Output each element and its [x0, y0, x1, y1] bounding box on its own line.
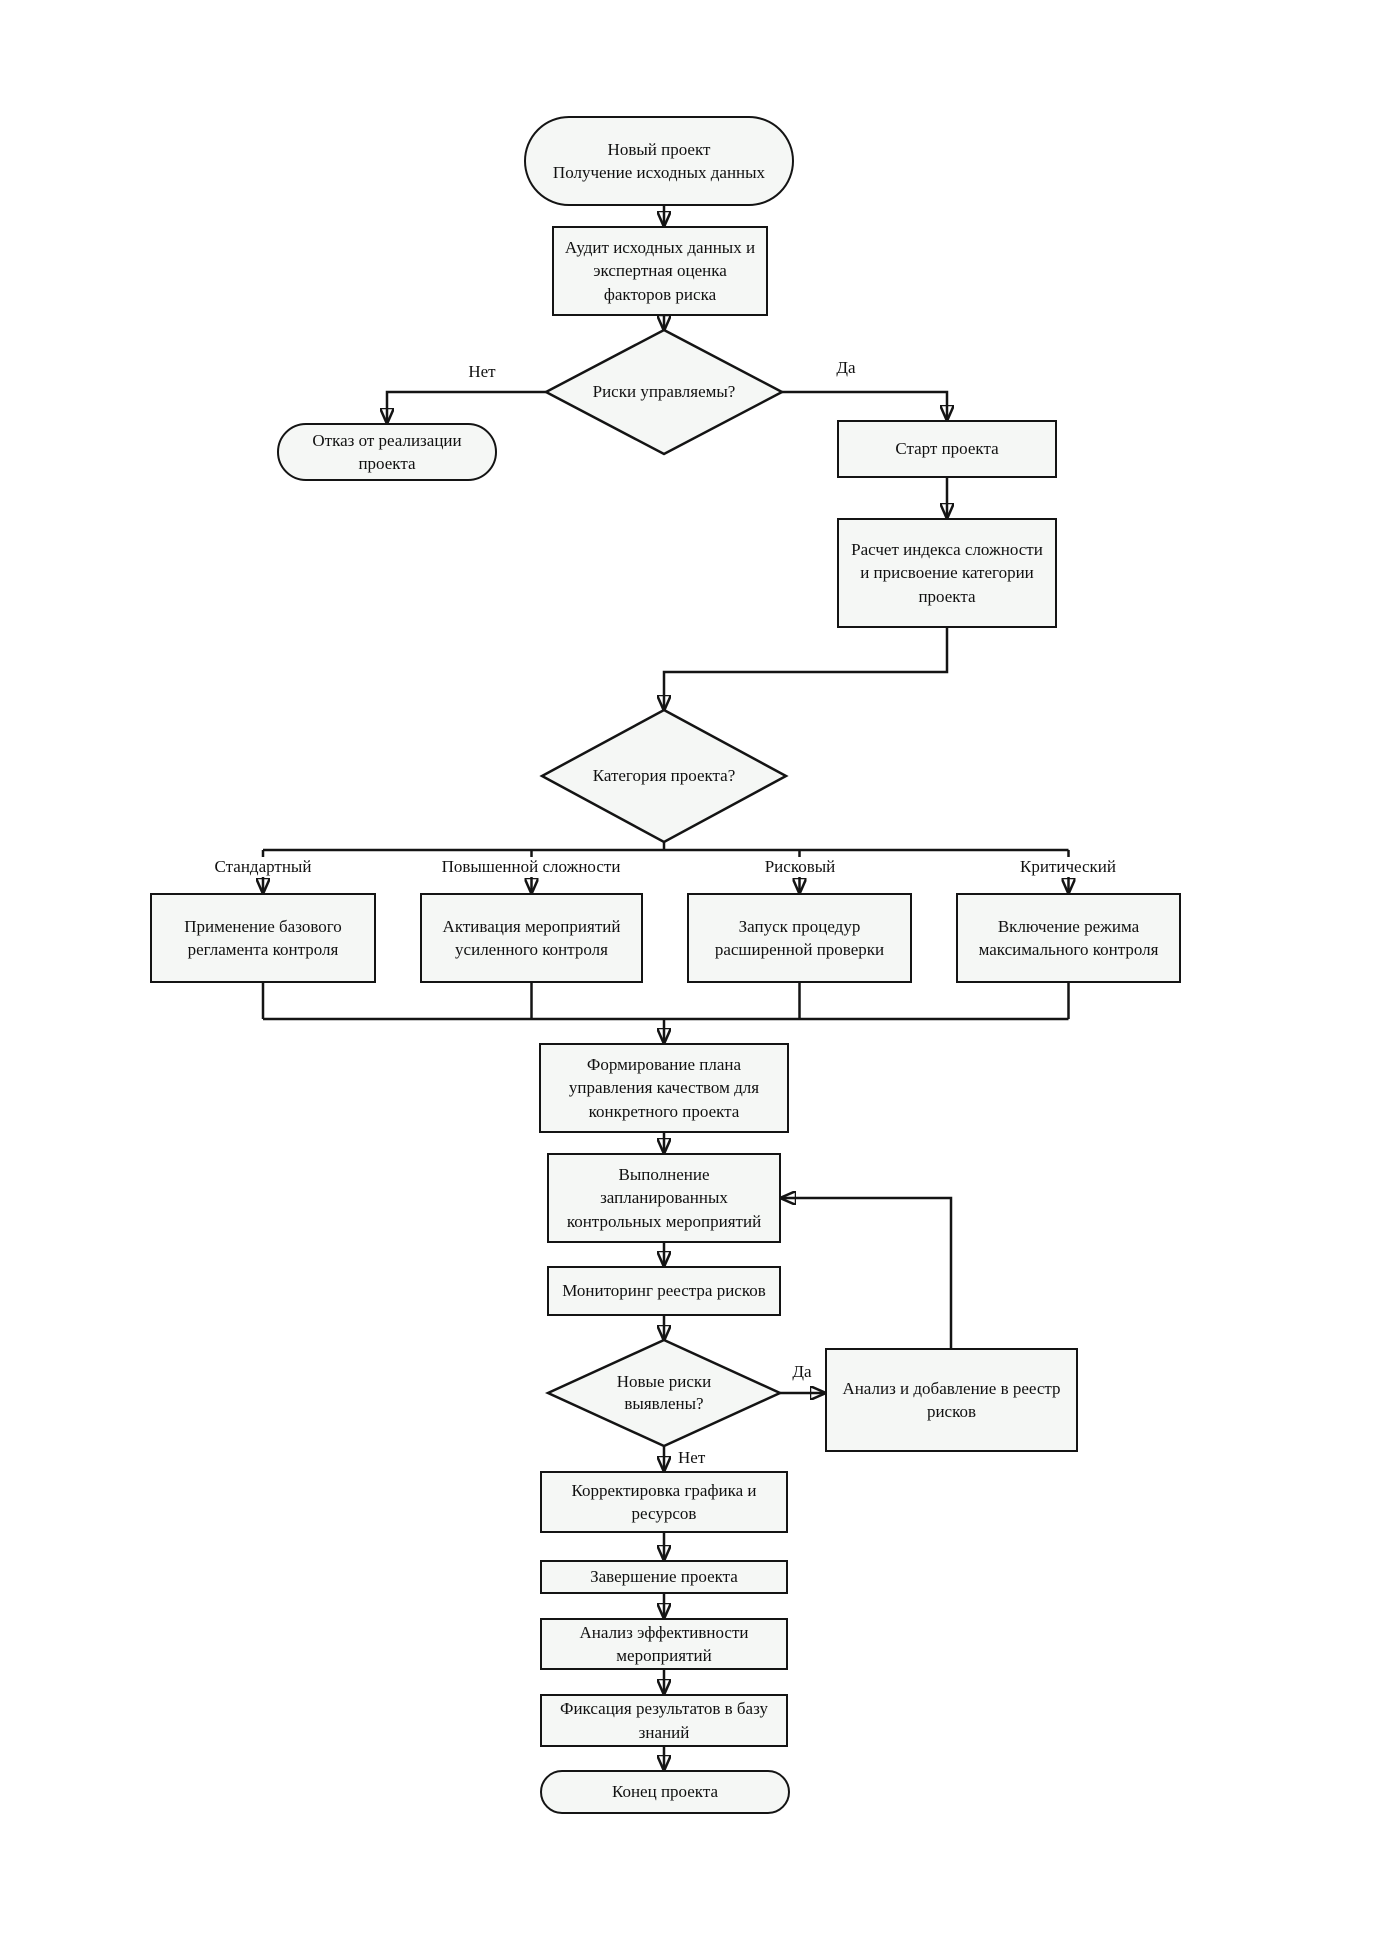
edge-label-category-standard: Стандартный	[210, 857, 316, 878]
node-audit: Аудит исходных данных и экспертная оценк…	[552, 226, 768, 316]
node-effectiveness: Анализ эффективности мероприятий	[540, 1618, 788, 1670]
node-start-project: Старт проекта	[837, 420, 1057, 478]
decision-new-risks-label: Новые риски выявлены?	[616, 1371, 712, 1413]
node-analyze-add: Анализ и добавление в реестр рисков	[825, 1348, 1078, 1452]
decision-risks-label: Риски управляемы?	[592, 381, 736, 401]
edge-label-category-critical: Критический	[1016, 857, 1120, 878]
node-advanced-action: Активация мероприятий усиленного контрол…	[420, 893, 643, 983]
edge-risks-yes-to-start-project	[782, 390, 947, 420]
decision-category-label: Категория проекта?	[592, 765, 736, 785]
node-risky-action: Запуск процедур расширенной проверки	[687, 893, 912, 983]
edge-label-risks-no: Нет	[468, 362, 496, 381]
node-reject-terminator: Отказ от реализации проекта	[277, 423, 497, 481]
node-start-terminator: Новый проект Получение исходных данных	[524, 116, 794, 206]
decision-new-risks-shape	[544, 1338, 784, 1448]
edge-label-category-advanced: Повышенной сложности	[437, 857, 625, 878]
node-execute: Выполнение запланированных контрольных м…	[547, 1153, 781, 1243]
edge-risks-no-to-reject	[387, 390, 546, 423]
node-critical-action: Включение режима максимального контроля	[956, 893, 1181, 983]
decision-risks-shape	[543, 328, 785, 456]
node-adjust: Корректировка графика и ресурсов	[540, 1471, 788, 1533]
edge-label-new-risks-yes: Да	[792, 1362, 812, 1381]
edge-analyze-loop-to-execute	[781, 1198, 953, 1348]
edge-label-category-risky: Рисковый	[760, 857, 840, 878]
edge-label-risks-yes: Да	[836, 358, 856, 377]
node-plan: Формирование плана управления качеством …	[539, 1043, 789, 1133]
edge-label-new-risks-no: Нет	[678, 1448, 706, 1467]
edge-calc-to-category-decision	[664, 628, 949, 710]
node-end-terminator: Конец проекта	[540, 1770, 790, 1814]
decision-category-shape	[539, 708, 789, 844]
node-finish: Завершение проекта	[540, 1560, 788, 1594]
node-standard-action: Применение базового регламента контроля	[150, 893, 376, 983]
node-calc-index: Расчет индекса сложности и присвоение ка…	[837, 518, 1057, 628]
node-fixation: Фиксация результатов в базу знаний	[540, 1694, 788, 1747]
node-monitor: Мониторинг реестра рисков	[547, 1266, 781, 1316]
